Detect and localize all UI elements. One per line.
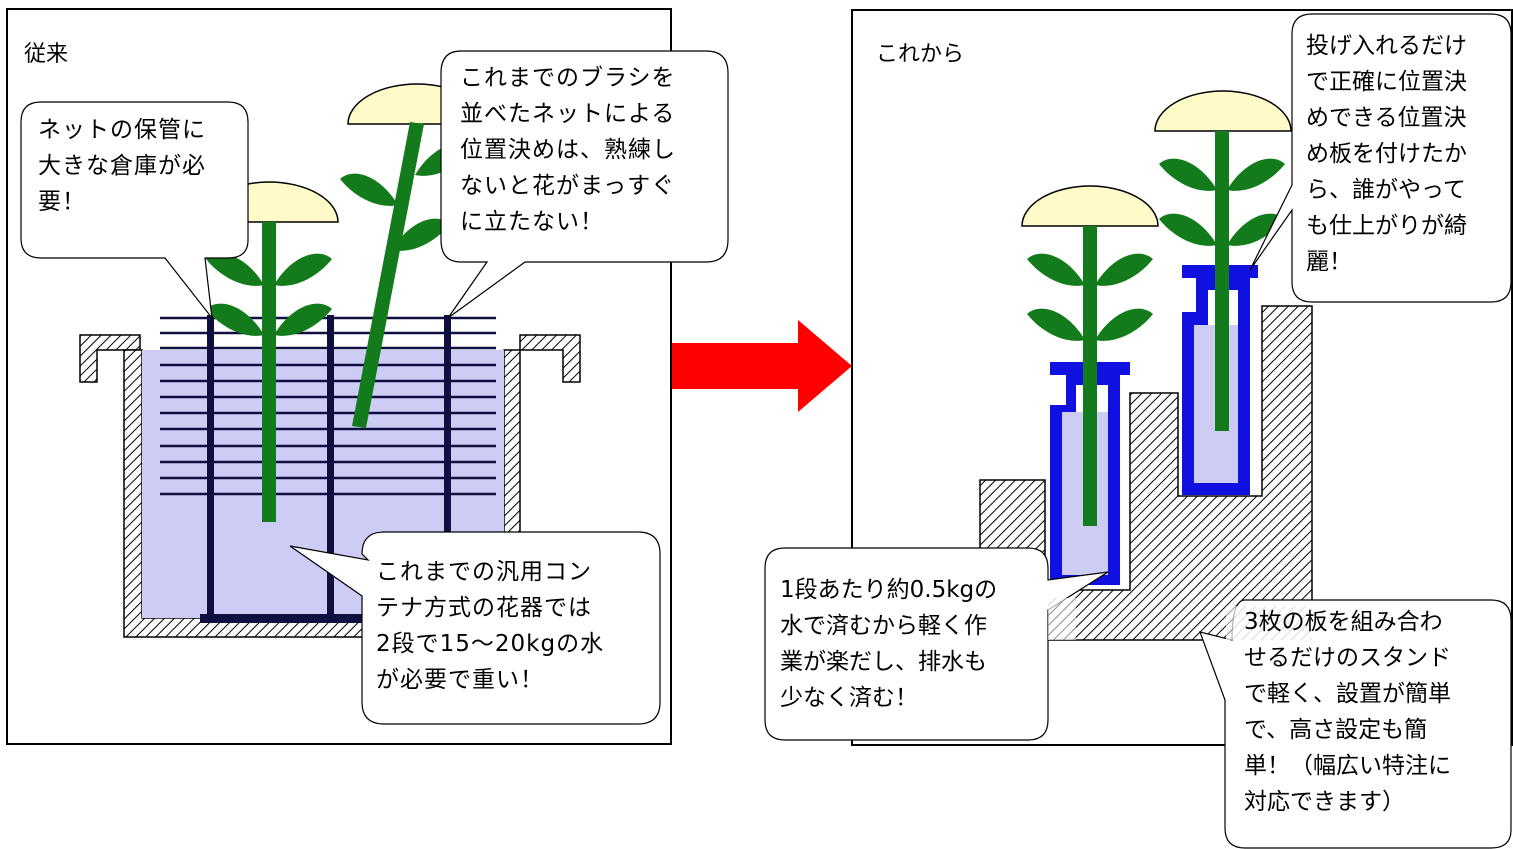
callout-line: 位置決めは、熟練し xyxy=(460,137,676,163)
callout-storage-bubble xyxy=(20,101,249,321)
callout-water-amount-text: 1段あたり約0.5kgの 水で済むから軽く作 業が楽だし、排水も 少なく済む！ xyxy=(780,572,997,716)
callout-line: 大きな倉庫が必 xyxy=(38,153,206,179)
flower-upper xyxy=(1154,90,1292,431)
callout-line: テナ方式の花器では xyxy=(376,595,592,621)
callout-line: で、高さ設定も簡 xyxy=(1244,717,1428,743)
callout-positioning-plate-text: 投げ入れるだけ で正確に位置決 めできる位置決 め板を付けたか ら、誰がやって … xyxy=(1306,28,1467,280)
callout-line: め板を付けたか xyxy=(1306,141,1467,167)
callout-line: これまでのブラシを xyxy=(460,65,676,91)
before-title: 従来 xyxy=(24,42,69,67)
flower-lower xyxy=(1021,185,1159,526)
callout-line: で軽く、設置が簡単 xyxy=(1244,681,1451,707)
callout-brush-net-bubble xyxy=(440,50,729,319)
callout-storage-text: ネットの保管に 大きな倉庫が必 要！ xyxy=(38,112,206,220)
callout-line: 麗！ xyxy=(1306,249,1352,275)
callout-line: これまでの汎用コン xyxy=(376,559,592,585)
callout-line: 少なく済む！ xyxy=(780,685,918,711)
callout-container-bubble xyxy=(289,531,661,725)
callout-line: ネットの保管に xyxy=(38,117,206,143)
callout-line: めできる位置決 xyxy=(1306,105,1467,131)
callout-positioning-plate-bubble xyxy=(1249,13,1512,303)
callout-line: 1段あたり約0.5kgの xyxy=(780,577,998,603)
callout-line: で正確に位置決 xyxy=(1306,69,1467,95)
callout-line: 業が楽だし、排水も xyxy=(780,649,987,675)
callout-water-amount-bubble xyxy=(764,547,1109,741)
callout-line: 2段で15～20kgの水 xyxy=(376,631,605,657)
after-title: これから xyxy=(876,42,965,67)
callout-stand-text: 3枚の板を組み合わ せるだけのスタンド で軽く、設置が簡単 で、高さ設定も簡 単… xyxy=(1244,604,1451,820)
callout-line: せるだけのスタンド xyxy=(1244,645,1451,671)
callout-line: 投げ入れるだけ xyxy=(1306,33,1467,59)
callout-container-text: これまでの汎用コン テナ方式の花器では 2段で15～20kgの水 が必要で重い！ xyxy=(376,554,604,698)
callout-line: 3枚の板を組み合わ xyxy=(1244,609,1443,635)
callout-line: ないと花がまっすぐ xyxy=(460,173,676,199)
callout-line: 対応できます） xyxy=(1244,789,1405,815)
brush-net-poles xyxy=(200,315,458,623)
callout-line: 並べたネットによる xyxy=(460,101,676,127)
callout-line: 要！ xyxy=(38,189,86,215)
callout-line: 単！（幅広い特注に xyxy=(1244,753,1451,779)
callout-line: 水で済むから軽く作 xyxy=(780,613,987,639)
positioning-plate-upper xyxy=(1182,265,1258,495)
callout-line: が必要で重い！ xyxy=(376,667,544,693)
transition-arrow xyxy=(672,320,852,412)
callout-line: に立たない！ xyxy=(460,209,604,235)
callout-line: も仕上がりが綺 xyxy=(1306,213,1467,239)
callout-brush-net-text: これまでのブラシを 並べたネットによる 位置決めは、熟練し ないと花がまっすぐ … xyxy=(460,60,676,240)
callout-line: ら、誰がやって xyxy=(1306,177,1466,203)
